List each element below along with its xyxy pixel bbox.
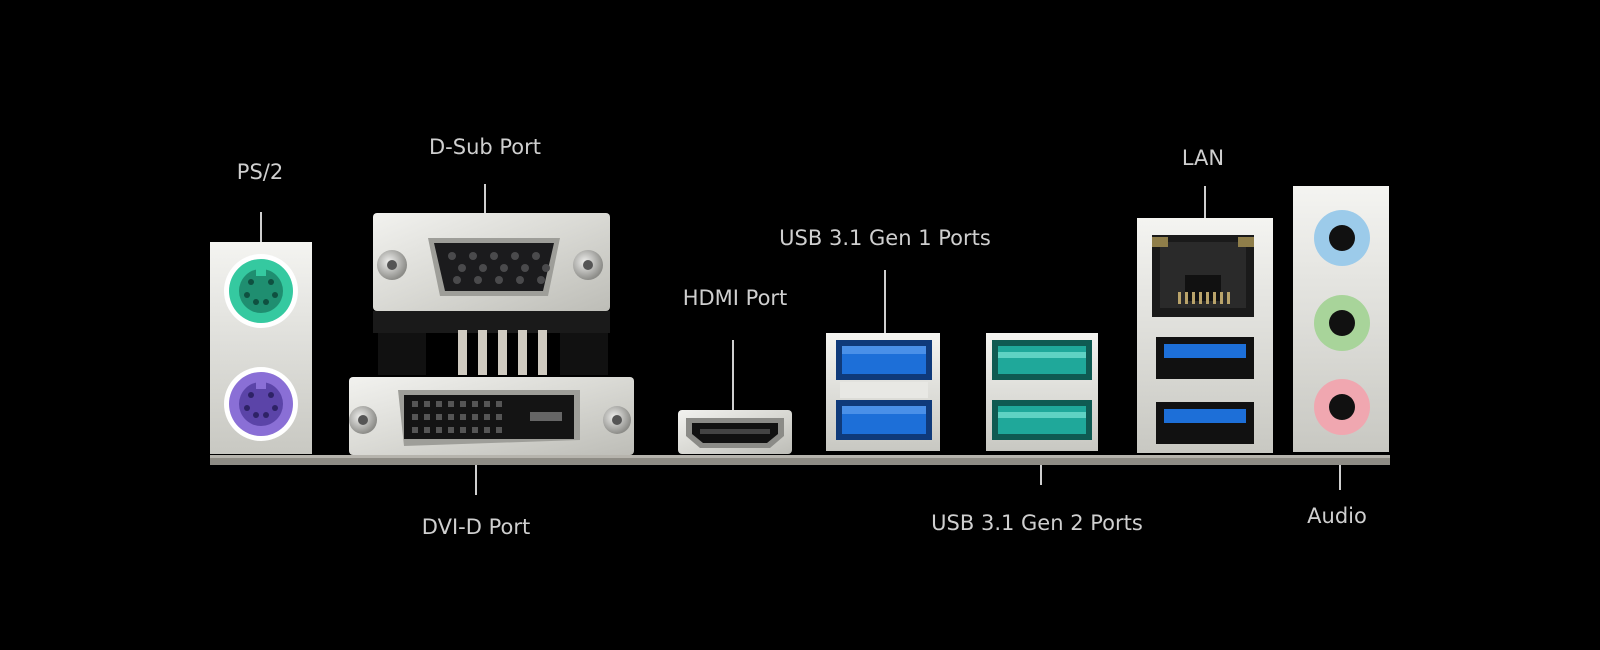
usb-gen2-port-stack — [986, 333, 1098, 451]
leader-dsub — [484, 184, 486, 214]
label-audio: Audio — [1307, 504, 1367, 528]
leader-audio — [1339, 465, 1341, 490]
leader-hdmi — [732, 340, 734, 414]
usb-port-icon — [836, 400, 932, 440]
ps2-port-stack — [210, 242, 312, 454]
label-dsub: D-Sub Port — [428, 135, 542, 159]
ps2-keyboard-port-icon — [224, 254, 298, 328]
audio-jack-icon — [1314, 295, 1370, 351]
ps2-mouse-port-icon — [224, 367, 298, 441]
ethernet-port-icon — [1152, 235, 1254, 317]
label-lan: LAN — [1181, 146, 1225, 170]
usb-port-icon — [992, 400, 1092, 440]
label-ps2: PS/2 — [236, 160, 284, 184]
audio-jack-stack — [1293, 186, 1389, 452]
audio-jack-icon — [1314, 210, 1370, 266]
usb-port-icon — [836, 340, 932, 380]
usb-port-icon — [1156, 402, 1254, 444]
vga-port-icon — [373, 213, 610, 375]
leader-lan — [1204, 186, 1206, 224]
usb-gen1-port-stack — [826, 333, 940, 451]
audio-jack-icon — [1314, 379, 1370, 435]
label-usb-gen1: USB 3.1 Gen 1 Ports — [779, 226, 991, 250]
leader-dvid — [475, 465, 477, 495]
label-dvid: DVI-D Port — [421, 515, 531, 539]
label-usb-gen2: USB 3.1 Gen 2 Ports — [931, 511, 1143, 535]
hdmi-port-icon — [678, 410, 792, 454]
leader-usb-gen2 — [1040, 465, 1042, 485]
dvi-port-icon — [349, 377, 634, 455]
lan-usb-stack — [1137, 218, 1273, 453]
usb-port-icon — [992, 340, 1092, 380]
leader-ps2 — [260, 212, 262, 242]
io-shield-strip — [210, 455, 1390, 465]
label-hdmi: HDMI Port — [682, 286, 788, 310]
usb-port-icon — [1156, 337, 1254, 379]
leader-usb-gen1 — [884, 270, 886, 335]
